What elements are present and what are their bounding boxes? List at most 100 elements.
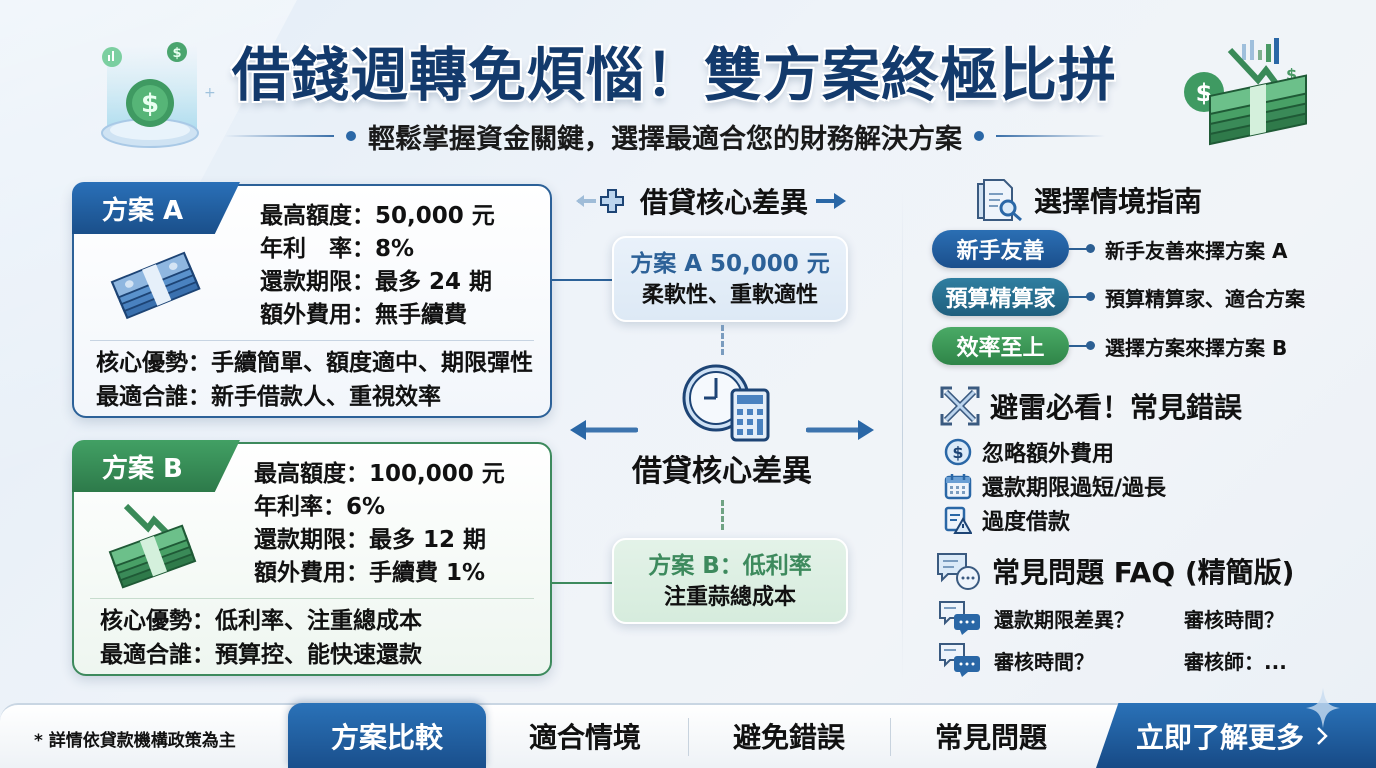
guide-row[interactable]: 效率至上 選擇方案來擇方案 B — [932, 327, 1287, 365]
mistake-text: 還款期限過短/過長 — [982, 476, 1167, 501]
calendar-icon — [944, 474, 972, 500]
svg-text:$: $ — [952, 443, 963, 462]
subtitle-line-left — [225, 135, 334, 137]
plan-a-summary-bubble: 方案 A 50,000 元 柔軟性、重軟適性 — [612, 236, 848, 322]
coin-hero-icon: $ $ + — [101, 42, 216, 148]
arrow-right-icon — [816, 193, 847, 209]
guide-row[interactable]: 新手友善 新手友善來擇方案 A — [932, 230, 1287, 268]
page-subtitle: 輕鬆掌握資金關鍵，選擇最適合您的財務解決方案 — [368, 123, 962, 155]
column-divider — [902, 190, 903, 680]
plan-b-card: 方案 B 最高額度：100,000 元 年利率：6% 還款期限：最多 12 期 … — [72, 440, 552, 676]
plan-b-advantage: 核心優勢：低利率、注重總成本 — [100, 608, 422, 634]
svg-text:$: $ — [141, 89, 159, 119]
plan-b-max-amount: 最高額度：100,000 元 — [254, 461, 505, 487]
subtitle-dot-right — [974, 131, 984, 141]
mistakes-heading-text: 避雷必看！常見錯誤 — [990, 391, 1243, 424]
faq-row: 審核時間？ 審核師：... — [938, 642, 1287, 678]
plan-a-tab: 方案 A — [72, 182, 240, 234]
faq-heading-text: 常見問題 FAQ (精簡版) — [992, 556, 1295, 589]
plan-a-best-for: 最適合誰：新手借款人、重視效率 — [96, 384, 441, 410]
guide-pill-beginner[interactable]: 新手友善 — [932, 230, 1069, 268]
faq-question[interactable]: 還款期限差異？ — [994, 607, 1134, 632]
subtitle-line-right — [996, 135, 1105, 137]
chat-bubbles-icon — [937, 553, 980, 590]
plan-b-summary-title: 方案 B：低利率 — [648, 553, 812, 579]
faq-row: 還款期限差異？ 審核時間？ — [938, 600, 1284, 636]
green-money-downtrend-icon — [108, 503, 197, 589]
nav-tab-avoid-mistakes[interactable]: 避免錯誤 — [732, 720, 845, 754]
svg-text:$: $ — [172, 46, 181, 61]
guide-heading-text: 選擇情境指南 — [1034, 185, 1203, 218]
faq-question[interactable]: 審核時間？ — [1184, 607, 1284, 632]
mistake-item: $ 忽略額外費用 — [944, 436, 1114, 468]
mistakes-heading: 避雷必看！常見錯誤 — [940, 386, 1242, 426]
crossed-arrows-icon — [940, 386, 980, 426]
money-stack-downtrend-icon: $ $ — [1184, 38, 1307, 146]
plan-b-tab: 方案 B — [72, 440, 240, 492]
mistake-text: 過度借款 — [982, 510, 1071, 535]
learn-more-button[interactable]: 立即了解更多 — [1096, 703, 1376, 768]
plan-b-best-for: 最適合誰：預算控、能快速還款 — [100, 642, 422, 668]
plus-arrow-left-icon — [576, 189, 624, 213]
plan-a-footer: 核心優勢：手續簡單、額度適中、期限彈性 最適合誰：新手借款人、重視效率 — [96, 346, 533, 414]
plan-a-term: 還款期限：最多 24 期 — [260, 269, 493, 295]
blue-money-stack-icon — [110, 251, 201, 320]
guide-text: 選擇方案來擇方案 B — [1105, 335, 1288, 360]
plan-b-footer: 核心優勢：低利率、注重總成本 最適合誰：預算控、能快速還款 — [100, 604, 422, 672]
guide-pill-budget[interactable]: 預算精算家 — [932, 278, 1069, 316]
plan-a-summary-title: 方案 A 50,000 元 — [630, 251, 830, 277]
plan-b-summary-text: 注重蒜總成本 — [663, 585, 796, 610]
svg-text:$: $ — [1196, 79, 1213, 107]
pill-connector — [1069, 292, 1095, 301]
arrow-left-icon — [570, 420, 638, 440]
pill-connector — [1069, 244, 1095, 253]
guide-text: 新手友善來擇方案 A — [1105, 238, 1288, 263]
plan-b-connector — [552, 582, 614, 584]
guide-row[interactable]: 預算精算家 預算精算家、適合方案 — [932, 278, 1305, 316]
faq-question[interactable]: 審核師：... — [1184, 649, 1287, 674]
plan-a-max-amount: 最高額度：50,000 元 — [260, 203, 495, 229]
guide-heading: 選擇情境指南 — [976, 178, 1202, 222]
mistake-item: 過度借款 — [944, 504, 1070, 536]
plan-b-interest-rate: 年利率：6% — [254, 494, 386, 520]
nav-tab-plan-compare[interactable]: 方案比較 — [288, 703, 486, 768]
nav-tab-faq[interactable]: 常見問題 — [934, 720, 1047, 754]
center-heading-text: 借貸核心差異 — [640, 186, 809, 219]
plan-a-card: 方案 A 最高額度：50,000 元 年利 率：8% 還款期限：最多 24 期 … — [72, 182, 552, 418]
subtitle-row: 輕鬆掌握資金關鍵，選擇最適合您的財務解決方案 — [225, 116, 1105, 156]
dashed-connector-top — [721, 325, 724, 355]
faq-heading: 常見問題 FAQ (精簡版) — [936, 550, 1294, 592]
plan-a-summary-text: 柔軟性、重軟適性 — [641, 283, 818, 308]
plan-a-interest-rate: 年利 率：8% — [260, 236, 415, 262]
guide-pill-efficiency[interactable]: 效率至上 — [932, 327, 1069, 365]
nav-separator — [890, 718, 891, 756]
subtitle-dot-left — [346, 131, 356, 141]
pill-connector — [1069, 341, 1095, 350]
plan-b-fees: 額外費用：手續費 1% — [254, 560, 486, 586]
plan-b-term: 還款期限：最多 12 期 — [254, 527, 487, 553]
dashed-connector-bottom — [721, 500, 724, 530]
mistake-item: 還款期限過短/過長 — [944, 470, 1166, 502]
document-warning-icon — [944, 506, 972, 534]
learn-more-label: 立即了解更多 — [1136, 720, 1305, 754]
plan-b-specs: 最高額度：100,000 元 年利率：6% 還款期限：最多 12 期 額外費用：… — [254, 458, 505, 590]
plan-b-divider — [90, 598, 534, 599]
plan-a-advantage: 核心優勢：手續簡單、額度適中、期限彈性 — [96, 350, 533, 376]
plan-a-specs: 最高額度：50,000 元 年利 率：8% 還款期限：最多 24 期 額外費用：… — [260, 200, 495, 332]
svg-text:+: + — [204, 85, 216, 101]
center-heading: 借貸核心差異 — [576, 178, 876, 224]
sparkle-icon — [1306, 688, 1340, 728]
faq-question[interactable]: 審核時間？ — [994, 649, 1094, 674]
plan-a-connector — [552, 279, 614, 281]
document-search-icon — [977, 179, 1022, 222]
plan-a-fees: 額外費用：無手續費 — [260, 302, 467, 328]
nav-tab-scenarios[interactable]: 適合情境 — [528, 720, 641, 754]
chat-icon — [939, 643, 980, 677]
chevron-right-icon — [1317, 726, 1328, 745]
chat-icon — [939, 601, 980, 635]
disclaimer: * 詳情依貸款機構政策為主 — [34, 731, 236, 751]
mistake-text: 忽略額外費用 — [982, 442, 1115, 467]
nav-separator — [688, 718, 689, 756]
plan-a-divider — [90, 340, 534, 341]
svg-text:$: $ — [1286, 65, 1297, 84]
